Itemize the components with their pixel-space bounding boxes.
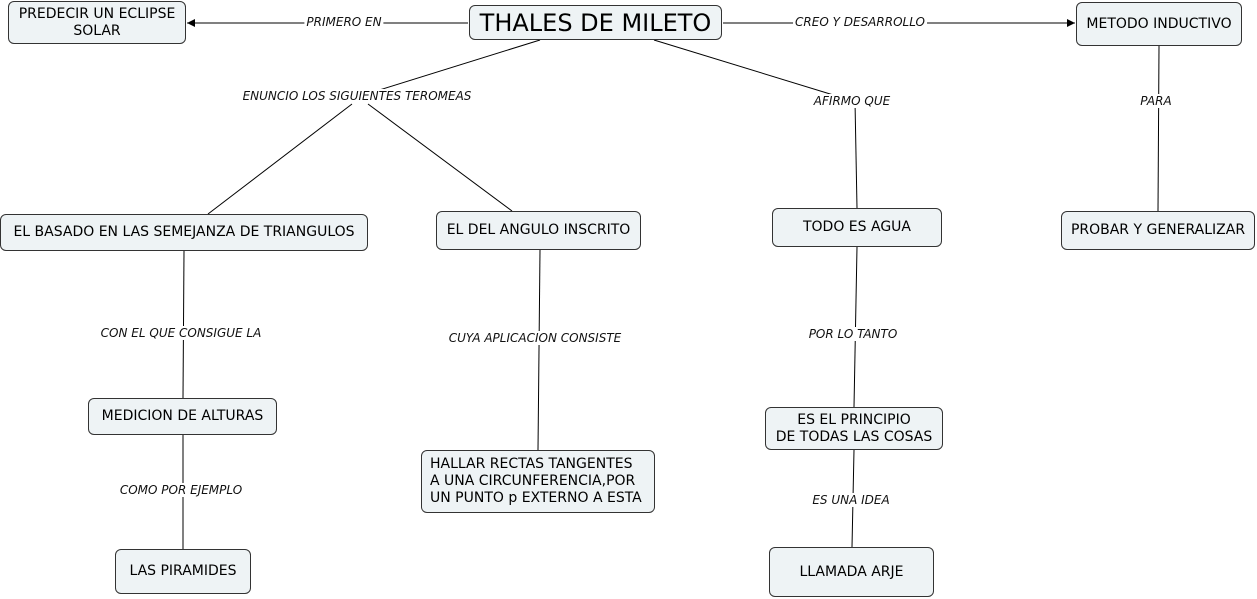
node-predecir-eclipse-line-2: SOLAR — [73, 22, 121, 39]
connector-angulo-to-hallar — [537, 249, 541, 451]
node-metodo-inductivo: METODO INDUCTIVO — [1076, 2, 1242, 46]
node-metodo-inductivo-text: METODO INDUCTIVO — [1086, 15, 1232, 32]
node-las-piramides-text: LAS PIRAMIDES — [129, 563, 237, 579]
connector-semejanza-to-medicion — [182, 250, 185, 399]
node-angulo-inscrito: EL DEL ANGULO INSCRITO — [436, 211, 641, 250]
link-label-con-el-que: CON EL QUE CONSIGUE LA — [98, 326, 264, 340]
connector-thales-to-afirmo — [653, 39, 854, 102]
node-llamada-arje-text: LLAMADA ARJE — [799, 563, 904, 580]
node-principio-cosas-line-1: ES EL PRINCIPIO — [797, 411, 911, 428]
link-label-como-por-ejemplo: COMO POR EJEMPLO — [117, 483, 245, 497]
node-hallar-rectas-line-2: A UNA CIRCUNFERENCIA,POR — [430, 473, 636, 489]
connector-metodo-to-probar — [1157, 45, 1160, 212]
link-label-cuya-aplicacion: CUYA APLICACION CONSISTE — [446, 331, 624, 345]
link-label-por-lo-tanto: POR LO TANTO — [806, 327, 900, 341]
connector-enuncio-to-semejanza — [207, 103, 353, 215]
node-medicion-alturas: MEDICION DE ALTURAS — [88, 398, 277, 435]
node-todo-es-agua: TODO ES AGUA — [772, 208, 942, 247]
link-label-afirmo-que: AFIRMO QUE — [811, 94, 893, 108]
link-label-es-una-idea: ES UNA IDEA — [810, 493, 892, 507]
node-principio-cosas: ES EL PRINCIPIO DE TODAS LAS COSAS — [765, 407, 943, 450]
node-predecir-eclipse: PREDECIR UN ECLIPSE SOLAR — [8, 1, 186, 44]
node-semejanza-triangulos-text: EL BASADO EN LAS SEMEJANZA DE TRIANGULOS — [13, 224, 355, 240]
link-label-primero-en: PRIMERO EN — [304, 15, 384, 29]
node-principio-cosas-line-2: DE TODAS LAS COSAS — [775, 428, 933, 445]
node-hallar-rectas-line-1: HALLAR RECTAS TANGENTES — [430, 456, 633, 472]
node-predecir-eclipse-line-1: PREDECIR UN ECLIPSE — [18, 5, 176, 22]
link-label-para: PARA — [1138, 94, 1174, 108]
link-label-enuncio: ENUNCIO LOS SIGUIENTES TEROMEAS — [240, 89, 474, 103]
link-label-creo-desarrollo: CREO Y DESARROLLO — [793, 15, 927, 29]
connector-afirmo-to-agua — [854, 100, 858, 209]
connector-enuncio-to-angulo — [367, 103, 513, 212]
connector-thales-to-enuncio — [359, 39, 541, 97]
node-probar-generalizar-text: PROBAR Y GENERALIZAR — [1070, 222, 1246, 238]
node-todo-es-agua-text: TODO ES AGUA — [802, 219, 911, 235]
node-thales-de-mileto: THALES DE MILETO — [469, 5, 722, 40]
node-las-piramides: LAS PIRAMIDES — [115, 549, 251, 594]
node-llamada-arje: LLAMADA ARJE — [769, 547, 934, 597]
node-angulo-inscrito-text: EL DEL ANGULO INSCRITO — [446, 222, 631, 238]
node-hallar-rectas: HALLAR RECTAS TANGENTES A UNA CIRCUNFERE… — [421, 450, 655, 513]
node-semejanza-triangulos: EL BASADO EN LAS SEMEJANZA DE TRIANGULOS — [0, 214, 368, 251]
node-medicion-alturas-text: MEDICION DE ALTURAS — [101, 408, 264, 424]
node-hallar-rectas-line-3: UN PUNTO p EXTERNO A ESTA — [430, 490, 642, 506]
node-probar-generalizar: PROBAR Y GENERALIZAR — [1061, 211, 1255, 250]
node-thales-de-mileto-text: THALES DE MILETO — [479, 8, 712, 37]
